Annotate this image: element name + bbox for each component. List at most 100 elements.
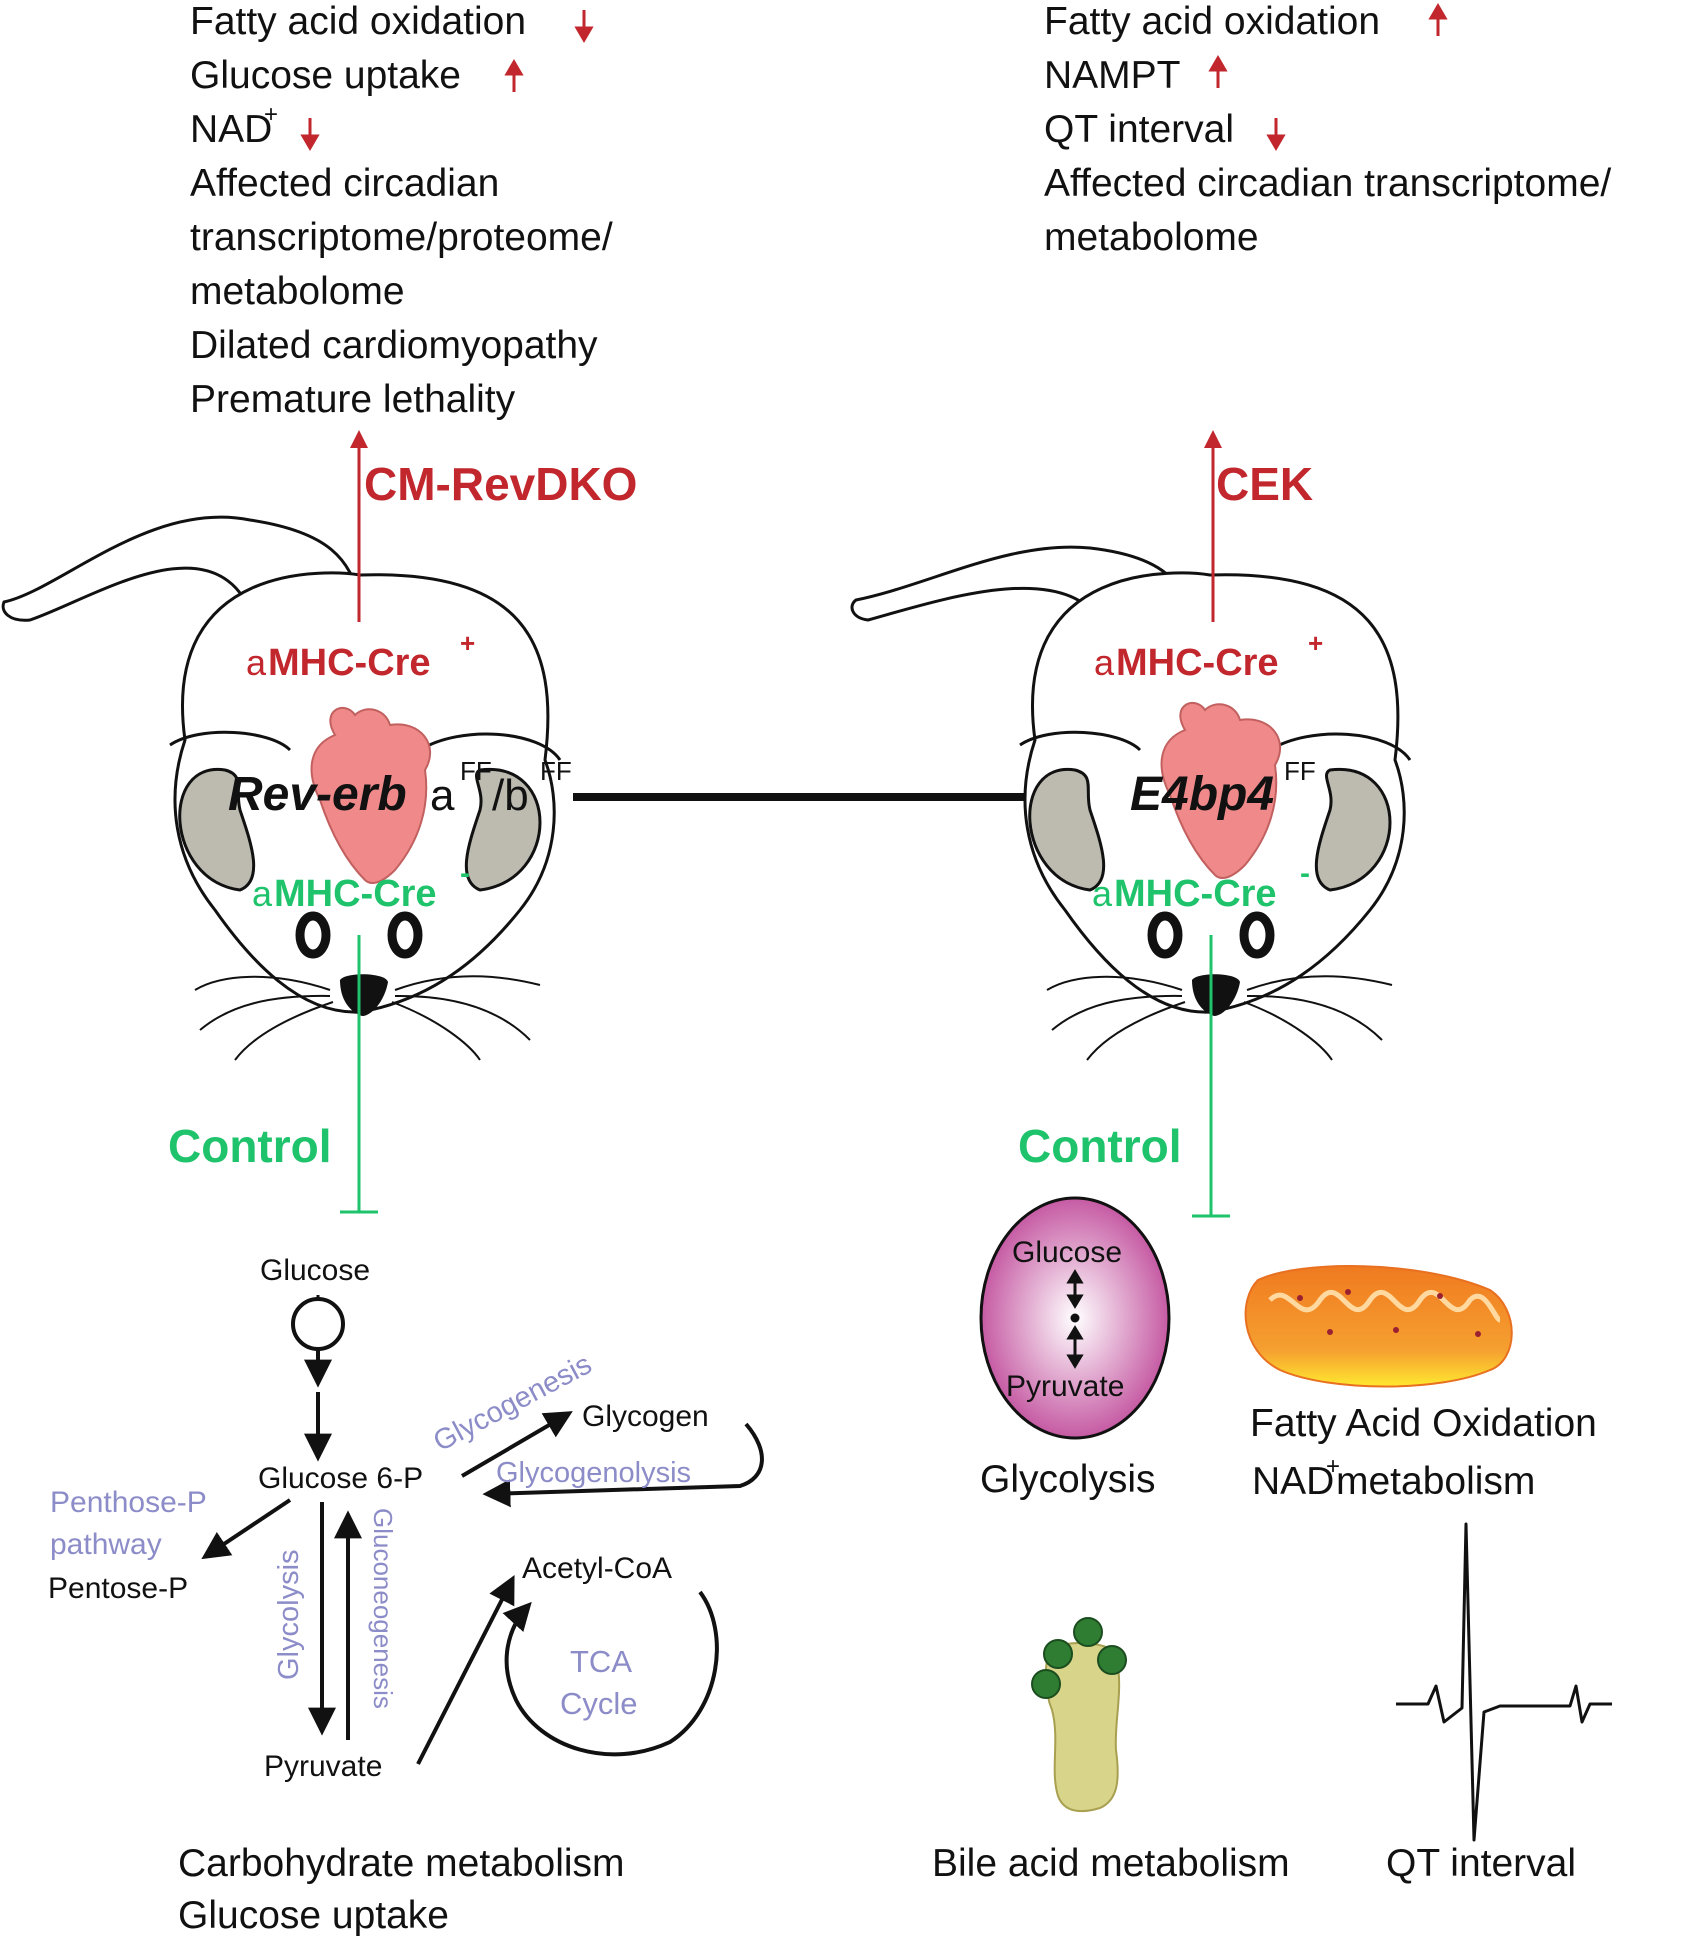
left-cre-neg-main: MHC-Cre — [274, 873, 437, 915]
gene-rev-erb: Rev-erb — [228, 768, 407, 821]
pathway-tca-2: Cycle — [560, 1686, 638, 1721]
gene-e4bp4: E4bp4 — [1130, 768, 1274, 821]
right-gene-label: E4bp4 FF — [1130, 756, 1316, 821]
right-trend-arrows — [1208, 3, 1448, 151]
pathway-glycogen: Glycogen — [582, 1400, 709, 1433]
left-mouse-whiskers — [194, 975, 541, 1061]
right-cre-pos-sup: + — [1308, 628, 1323, 658]
right-mouse-illustration — [850, 545, 1412, 1061]
right-cre-neg-prefix: a — [1092, 873, 1113, 914]
left-knockout-label: CM-RevDKO — [364, 458, 637, 510]
pathway-glycogenolysis: Glycogenolysis — [496, 1457, 691, 1489]
pathway-pyruvate: Pyruvate — [264, 1750, 382, 1783]
right-cre-positive: a MHC-Cre + — [1094, 628, 1323, 684]
tca-cycle-icon — [502, 1590, 719, 1757]
arrow-up-icon — [504, 59, 524, 92]
right-nad-pre: NAD — [1252, 1460, 1334, 1503]
left-control-label: Control — [168, 1120, 332, 1172]
bile-acid-icon — [1031, 1617, 1127, 1813]
right-cre-negative: a MHC-Cre - — [1092, 857, 1310, 915]
left-phenotype-fao: Fatty acid oxidation — [190, 0, 526, 43]
left-phenotype-circadian-1: Affected circadian — [190, 162, 499, 205]
pathway-glycolysis: Glycolysis — [273, 1549, 305, 1680]
right-control-inhibition — [1192, 935, 1230, 1218]
right-mouse-ear-right — [1314, 768, 1392, 892]
right-phenotype-fao: Fatty acid oxidation — [1044, 0, 1380, 43]
gene-rev-erb-beta: /b — [492, 771, 529, 820]
cell-glucose: Glucose — [1012, 1236, 1122, 1269]
left-phenotype-list: Fatty acid oxidation Glucose uptake NAD … — [190, 0, 613, 421]
pathway-glucose: Glucose — [260, 1254, 370, 1287]
left-phenotype-cardiomyopathy: Dilated cardiomyopathy — [190, 324, 598, 367]
glycolysis-cell-icon: Glucose Pyruvate — [979, 1196, 1171, 1440]
left-cre-pos-main: MHC-Cre — [268, 642, 431, 684]
pathway-pentose-p: Pentose-P — [48, 1572, 188, 1605]
arrow-up-icon — [1208, 55, 1228, 88]
right-cre-neg-sup: - — [1300, 857, 1310, 890]
pathway-glucose-6p: Glucose 6-P — [258, 1462, 423, 1495]
right-phenotype-list: Fatty acid oxidation NAMPT QT interval A… — [1044, 0, 1611, 259]
left-mouse-ear-left — [178, 768, 256, 892]
right-qt-label: QT interval — [1386, 1842, 1576, 1885]
left-cre-pos-sup: + — [460, 628, 475, 658]
pathway-penthose-line2: pathway — [50, 1528, 162, 1561]
left-cre-negative: a MHC-Cre - — [252, 857, 470, 915]
pathway-tca-1: TCA — [570, 1644, 632, 1679]
left-phenotype-nad: NAD — [190, 108, 272, 151]
right-cre-pos-prefix: a — [1094, 642, 1115, 683]
arrow-up-icon — [1428, 3, 1448, 36]
right-phenotype-circadian-1: Affected circadian transcriptome/ — [1044, 162, 1611, 205]
left-trend-arrows — [300, 10, 594, 151]
left-phenotype-glucose-uptake: Glucose uptake — [190, 54, 461, 97]
right-mouse-eye-right — [1239, 911, 1275, 959]
pathway-penthose-line1: Penthose-P — [50, 1486, 207, 1519]
right-phenotype-nampt: NAMPT — [1044, 54, 1181, 97]
right-cre-neg-main: MHC-Cre — [1114, 873, 1277, 915]
gene-rev-erb-alpha-ff: FF — [460, 756, 492, 786]
left-nad-superscript: + — [264, 101, 278, 128]
right-mouse-whiskers — [1046, 975, 1393, 1061]
gene-rev-erb-beta-ff: FF — [540, 756, 572, 786]
left-cre-positive: a MHC-Cre + — [246, 628, 475, 684]
right-knockout-arrow — [1204, 430, 1222, 622]
left-phenotype-circadian-2: transcriptome/proteome/ — [190, 216, 613, 259]
arrow-down-icon — [300, 118, 320, 151]
right-nad-post: metabolism — [1336, 1460, 1535, 1503]
right-heart-icon — [1160, 701, 1281, 879]
right-phenotype-circadian-2: metabolome — [1044, 216, 1259, 259]
left-footer-1: Carbohydrate metabolism — [178, 1842, 625, 1885]
left-mouse-eye-left — [295, 911, 331, 959]
right-phenotype-qt: QT interval — [1044, 108, 1234, 151]
right-mouse-ear-left — [1028, 768, 1106, 892]
carbohydrate-pathway: Glucose Glucose 6-P Glycogenesis Glycoge… — [48, 1254, 764, 1783]
left-mouse-ear-right — [464, 768, 542, 892]
left-phenotype-circadian-3: metabolome — [190, 270, 405, 313]
right-knockout-label: CEK — [1216, 458, 1313, 510]
arrow-down-icon — [1266, 118, 1286, 151]
cell-pyruvate: Pyruvate — [1006, 1370, 1124, 1403]
pathway-gluconeogenesis: Gluconeogenesis — [368, 1508, 398, 1709]
left-knockout-arrow — [350, 430, 368, 622]
left-mouse-nose — [340, 974, 388, 1016]
right-glycolysis-label: Glycolysis — [980, 1458, 1156, 1501]
left-cre-pos-prefix: a — [246, 642, 267, 683]
arrow-down-icon — [574, 10, 594, 43]
right-mouse-eye-left — [1147, 911, 1183, 959]
right-bile-label: Bile acid metabolism — [932, 1842, 1290, 1885]
gene-e4bp4-ff: FF — [1284, 756, 1316, 786]
left-mouse-eye-right — [387, 911, 423, 959]
ecg-trace-icon — [1396, 1522, 1612, 1842]
pathway-acetyl-coa: Acetyl-CoA — [522, 1552, 672, 1585]
pathway-glycogenesis: Glycogenesis — [428, 1348, 597, 1458]
mitochondrion-icon — [1244, 1265, 1513, 1388]
left-footer-2: Glucose uptake — [178, 1894, 449, 1937]
transporter-icon — [291, 1297, 345, 1351]
left-mouse-illustration — [1, 515, 562, 1061]
left-cre-neg-prefix: a — [252, 873, 273, 914]
left-gene-label: Rev-erb a FF /b FF — [228, 756, 572, 821]
right-mouse-nose — [1192, 974, 1240, 1016]
right-nad-sup: + — [1326, 1453, 1340, 1480]
left-cre-neg-sup: - — [460, 857, 470, 890]
left-heart-icon — [310, 706, 431, 884]
left-phenotype-lethality: Premature lethality — [190, 378, 516, 421]
